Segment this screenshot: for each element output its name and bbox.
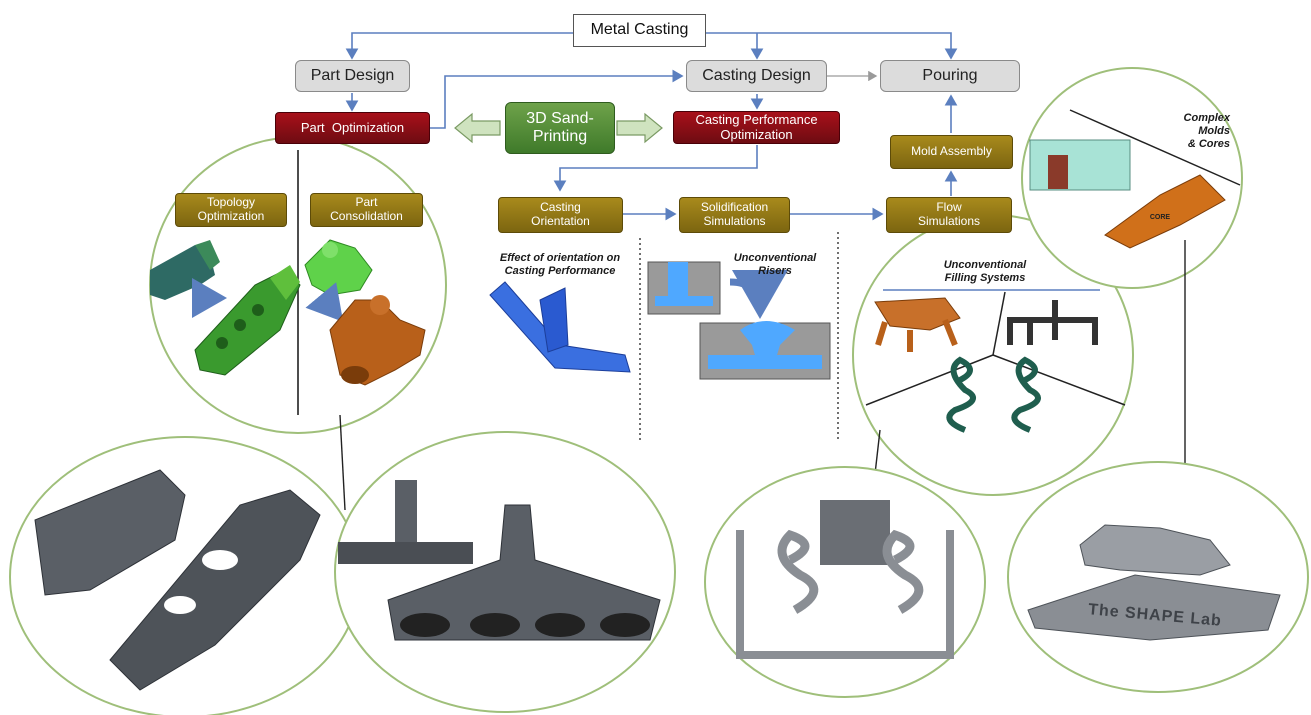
filling-systems-caption-text: Unconventional Filling Systems (943, 259, 1027, 285)
part-design-box: Part Design (295, 60, 410, 92)
casting-design-box: Casting Design (686, 60, 827, 92)
solidification-label: Solidification Simulations (700, 200, 769, 228)
mold-assembly-label: Mold Assembly (911, 144, 992, 159)
risers-caption: Unconventional Risers (720, 252, 830, 278)
photo-manifold-circle (334, 431, 676, 713)
part-design-label: Part Design (310, 66, 395, 84)
sand-printing-label: 3D Sand- Printing (526, 109, 594, 145)
hollow-arrow-right (616, 112, 663, 144)
pouring-box: Pouring (880, 60, 1020, 92)
flow-simulations-label: Flow Simulations (917, 200, 981, 228)
orientation-caption-text: Effect of orientation on Casting Perform… (499, 252, 621, 278)
solidification-box: Solidification Simulations (679, 197, 790, 233)
filling-systems-circle (852, 214, 1134, 496)
part-consolidation-box: Part Consolidation (310, 193, 423, 227)
casting-design-label: Casting Design (702, 66, 811, 84)
connector-metal-casting (345, 32, 958, 60)
orientation-caption: Effect of orientation on Casting Perform… (480, 252, 640, 278)
photo-shape-lab-circle (1007, 461, 1309, 693)
filling-systems-caption: Unconventional Filling Systems (915, 259, 1055, 285)
hollow-arrow-left (454, 112, 501, 144)
pouring-label: Pouring (922, 66, 978, 84)
sand-printing-box: 3D Sand- Printing (505, 102, 615, 154)
topology-bracket-render (150, 240, 301, 376)
arrow-part-optimization-to-casting-design (430, 69, 684, 129)
molds-cores-circle (1021, 67, 1243, 289)
photo-filling-casting-circle (704, 466, 986, 698)
flow-simulations-box: Flow Simulations (886, 197, 1012, 233)
leader-part-optimization (339, 414, 346, 511)
core-tag-text: CORE (1149, 214, 1171, 221)
topology-optimization-box: Topology Optimization (175, 193, 287, 227)
leader-filling (874, 429, 881, 475)
part-consolidation-label: Part Consolidation (330, 195, 403, 223)
molds-cores-caption: Complex Molds & Cores (1150, 112, 1230, 152)
consolidation-manifold-render (304, 239, 426, 386)
casting-performance-box: Casting Performance Optimization (673, 111, 840, 144)
metal-casting-label: Metal Casting (590, 21, 689, 39)
orientation-render (489, 281, 631, 373)
risers-render (647, 261, 831, 380)
casting-orientation-label: Casting Orientation (531, 200, 590, 228)
casting-orientation-box: Casting Orientation (498, 197, 623, 233)
metal-casting-box: Metal Casting (573, 14, 706, 47)
arrow-performance-to-orientation (553, 145, 758, 192)
risers-caption-text: Unconventional Risers (733, 252, 817, 278)
mold-assembly-box: Mold Assembly (890, 135, 1013, 169)
photo-bracket-circle (9, 436, 361, 715)
part-optimization-box: Part Optimization (275, 112, 430, 144)
part-optimization-label: Part Optimization (300, 119, 405, 135)
core-tag: CORE (1140, 214, 1180, 222)
topology-optimization-label: Topology Optimization (197, 195, 265, 223)
casting-performance-label: Casting Performance Optimization (695, 111, 818, 142)
molds-cores-caption-text: Complex Molds & Cores (1183, 112, 1230, 151)
